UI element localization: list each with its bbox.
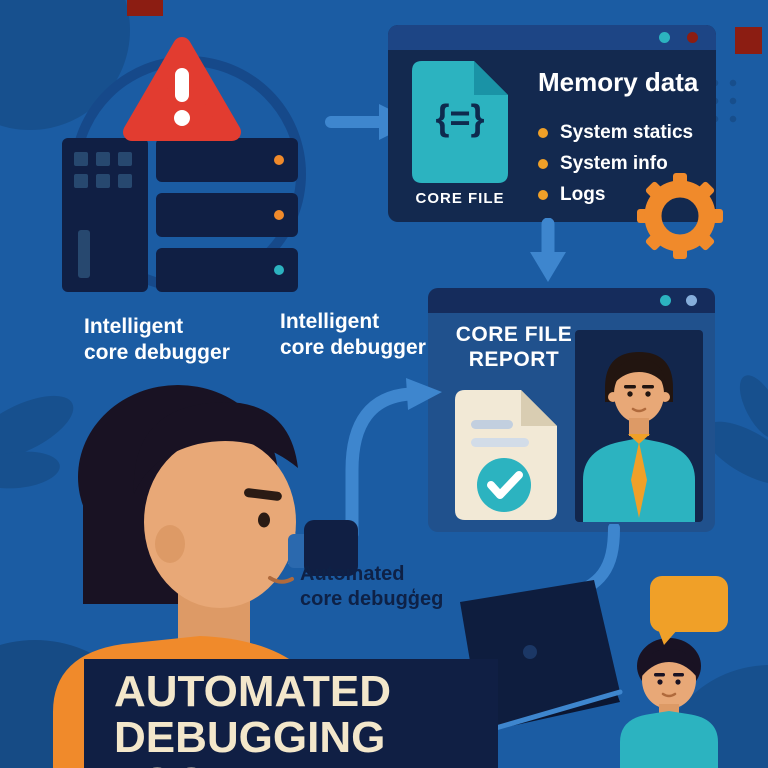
report-title-line2: REPORT	[468, 348, 560, 371]
small-person-illustration	[620, 638, 718, 768]
bullet-icon	[538, 158, 548, 169]
title-banner: AUTOMATED DEBUGGING TOOL	[84, 659, 498, 768]
arrow-down-icon	[530, 218, 566, 282]
server-bar	[156, 193, 298, 237]
list-item: Logs	[538, 179, 693, 210]
decor-red-square-top-right	[735, 27, 762, 54]
list-item-label: Logs	[560, 183, 606, 205]
label-intelligent-core-debugger-mid: Intelligent core debugger	[280, 309, 426, 361]
label-line: core debugger	[84, 341, 230, 364]
speech-bubble-icon	[650, 576, 728, 645]
bullet-icon	[538, 189, 548, 200]
label-automated-core-debugger: Automated core debugģeg	[300, 562, 443, 612]
window-dot-teal	[659, 32, 670, 43]
window-dot-teal	[660, 295, 671, 306]
label-intelligent-core-debugger-left: Intelligent core debugger	[84, 314, 230, 366]
server-cell	[96, 152, 110, 166]
server-cell	[74, 174, 88, 188]
label-line: core debugger	[280, 336, 426, 359]
window-titlebar	[388, 25, 716, 50]
server-cell	[96, 174, 110, 188]
file-shape	[412, 61, 508, 183]
list-item-label: System statics	[560, 121, 694, 143]
bullet-icon	[538, 127, 548, 138]
report-title: CORE FILE REPORT	[444, 322, 584, 372]
window-dot-red	[687, 32, 698, 43]
server-led-orange	[274, 210, 284, 220]
server-led-teal	[274, 265, 284, 275]
list-item: System info	[538, 148, 693, 179]
server-cell	[118, 152, 132, 166]
server-cell	[118, 174, 132, 188]
server-led-orange	[274, 155, 284, 165]
server-cell	[74, 152, 88, 166]
document-check-icon	[455, 390, 557, 520]
title-line1: AUTOMATED	[114, 667, 392, 716]
list-item-label: System info	[560, 152, 668, 174]
report-title-line1: CORE FILE	[455, 323, 573, 346]
memory-data-heading: Memory data	[538, 67, 699, 97]
gear-icon	[637, 173, 723, 259]
window-titlebar	[428, 288, 715, 313]
curved-arrow-icon	[345, 378, 442, 541]
server-slot	[78, 230, 90, 278]
report-document-icon	[455, 390, 557, 520]
server-bar	[156, 138, 298, 182]
code-glyph: {=}	[435, 97, 485, 138]
window-dot-blue	[686, 295, 697, 306]
decor-red-square-top-left	[127, 0, 163, 16]
server-rack-icon	[62, 138, 298, 294]
label-line: Automated	[300, 563, 405, 585]
server-bar	[156, 248, 298, 292]
page-title: AUTOMATED DEBUGGING TOOL	[84, 659, 498, 768]
list-item: System statics	[538, 117, 693, 148]
core-file-icon: {=}	[412, 61, 508, 183]
core-file-label: CORE FILE	[415, 190, 505, 207]
title-line2: DEBUGGING TOOL	[114, 713, 386, 768]
label-line: Intelligent	[280, 310, 380, 333]
server-tower	[62, 138, 148, 292]
avatar-man-icon	[583, 352, 695, 522]
warning-icon	[123, 37, 241, 141]
device-body	[304, 520, 358, 576]
label-line: Intelligent	[84, 315, 184, 338]
memory-data-list: System statics System info Logs	[538, 117, 693, 210]
debugger-device-icon	[288, 520, 360, 590]
label-line: core debugģeg	[300, 588, 444, 610]
analyst-avatar	[575, 330, 703, 522]
core-file-block: {=} CORE FILE	[410, 61, 510, 207]
core-file-report-window: CORE FILE REPORT	[428, 288, 715, 532]
